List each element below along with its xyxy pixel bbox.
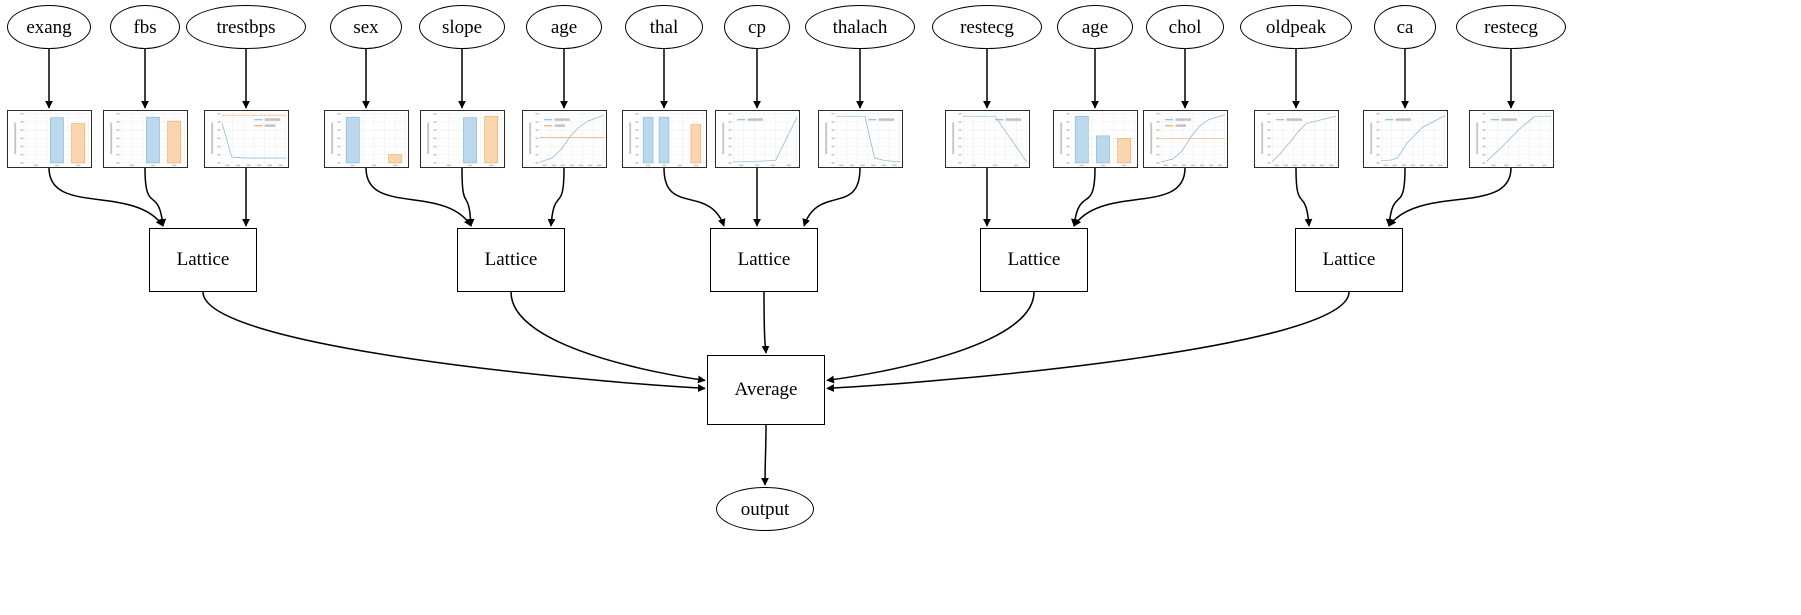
edge-calibrator-restecg-to-lattice-4 [1388,167,1512,227]
calibrator-plot-slope-4 [420,110,505,168]
lattice-node-2[interactable]: Lattice [710,228,818,292]
lattice-node-4[interactable]: Lattice [1295,228,1403,292]
edge-calibrator-thal-to-lattice-2 [663,167,726,227]
edge-lattice-2-to-average [761,291,770,354]
input-node-fbs[interactable]: fbs [110,5,180,49]
calibrator-plot-age-11 [1143,110,1228,168]
edge-calibrator-chol-to-lattice-3 [1073,167,1186,227]
edge-lattice-3-to-average [826,291,1035,384]
edge-calibrator-ca-to-lattice-4 [1385,167,1406,227]
calibrator-plot-fbs-1 [103,110,188,168]
edge-lattice-0-to-average [202,291,706,392]
calibrator-plot-age-5 [522,110,607,168]
calibrator-plot-thalach-8 [818,110,903,168]
edge-lattice-1-to-average [510,291,706,384]
edge-calibrator-age-to-lattice-1 [547,167,565,227]
calibrator-plot-sex-3 [324,110,409,168]
average-node[interactable]: Average [707,355,825,425]
calibrator-plot-restecg-9 [945,110,1030,168]
input-node-oldpeak[interactable]: oldpeak [1240,5,1352,49]
input-node-restecg[interactable]: restecg [1456,5,1566,49]
edge-calibrator-age-to-lattice-3 [1071,167,1096,227]
input-node-thal[interactable]: thal [625,5,703,49]
edge-lattice-4-to-average [826,291,1350,392]
calibrator-plot-oldpeak-13 [1363,110,1448,168]
calibrator-plot-thal-6 [622,110,707,168]
input-node-slope[interactable]: slope [419,5,505,49]
edge-calibrator-exang-to-lattice-0 [48,167,164,227]
input-node-restecg[interactable]: restecg [932,5,1042,49]
output-node[interactable]: output [716,487,814,531]
lattice-node-0[interactable]: Lattice [149,228,257,292]
input-node-exang[interactable]: exang [7,5,91,49]
calibrator-plot-trestbps-2 [204,110,289,168]
input-node-ca[interactable]: ca [1374,5,1436,49]
edge-calibrator-oldpeak-to-lattice-4 [1295,167,1313,227]
edge-calibrator-thalach-to-lattice-2 [802,167,861,227]
lattice-node-3[interactable]: Lattice [980,228,1088,292]
input-node-trestbps[interactable]: trestbps [186,5,306,49]
edge-calibrator-slope-to-lattice-1 [461,167,475,227]
edge-calibrator-fbs-to-lattice-0 [144,167,167,227]
input-node-sex[interactable]: sex [330,5,402,49]
input-node-age[interactable]: age [526,5,602,49]
input-node-age[interactable]: age [1057,5,1133,49]
calibrator-plot-restecg-10 [1053,110,1138,168]
calibrator-plot-ca-14 [1469,110,1554,168]
calibrator-plot-chol-12 [1254,110,1339,168]
lattice-node-1[interactable]: Lattice [457,228,565,292]
input-node-cp[interactable]: cp [724,5,790,49]
edge-average-to-output [761,424,769,486]
calibrator-plot-cp-7 [715,110,800,168]
input-node-thalach[interactable]: thalach [805,5,915,49]
calibrator-plot-exang-0 [7,110,92,168]
edge-calibrator-sex-to-lattice-1 [365,167,472,227]
input-node-chol[interactable]: chol [1146,5,1224,49]
